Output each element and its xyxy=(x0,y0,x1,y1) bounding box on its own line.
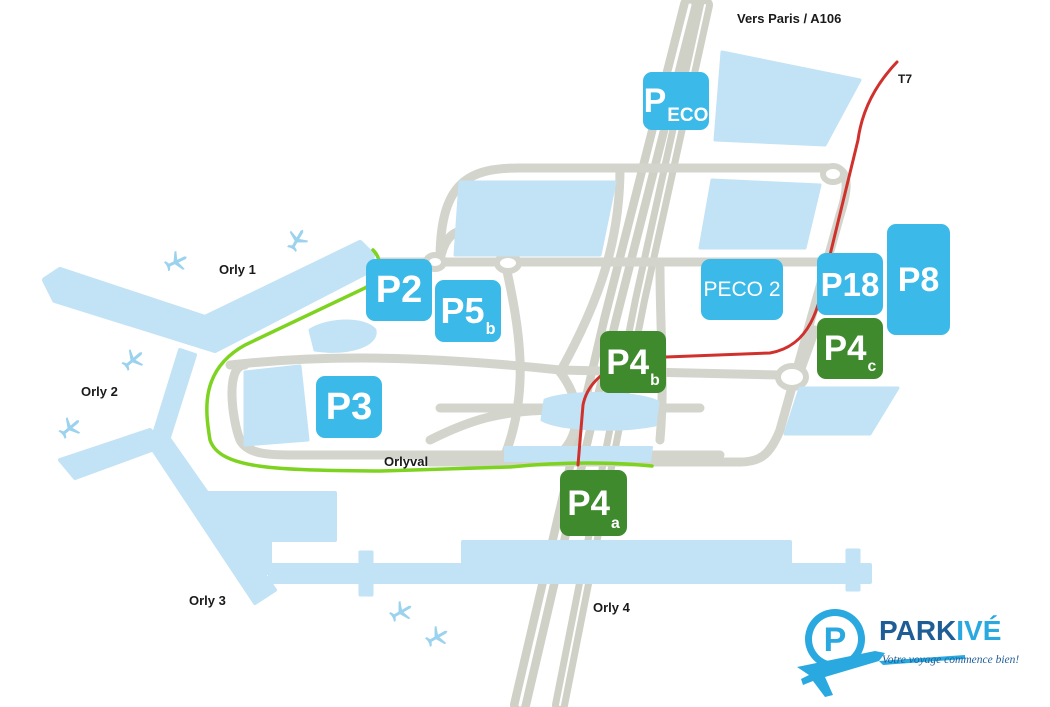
plane-icon xyxy=(58,417,81,439)
svg-text:PARKIVÉ: PARKIVÉ xyxy=(879,615,1001,646)
parking-p2-label: P2 xyxy=(375,269,423,311)
parking-p5b-sub: b xyxy=(485,320,496,339)
parking-p3[interactable]: P3 xyxy=(316,376,382,438)
parking-p3-label: P3 xyxy=(325,386,373,428)
parking-p18[interactable]: P18 xyxy=(817,253,883,315)
logo-letter: P xyxy=(824,621,847,659)
parking-plane-logo-icon: P PARKIVÉ Votre voyage commence bien! xyxy=(797,609,1019,697)
plane-icon xyxy=(388,600,412,622)
label-orly2: Orly 2 xyxy=(81,384,118,399)
parking-p4c-sub: c xyxy=(867,357,877,375)
parking-p2[interactable]: P2 xyxy=(366,259,432,321)
logo-brand-ive: IVÉ xyxy=(956,615,1001,646)
label-vers-paris: Vers Paris / A106 xyxy=(737,11,841,26)
logo-tagline: Votre voyage commence bien! xyxy=(882,654,1019,666)
logo-brand-park: PARK xyxy=(879,615,956,646)
terminal-shapes xyxy=(42,50,900,605)
parking-p5b-label: P5 xyxy=(440,290,485,331)
parking-p8-label: P8 xyxy=(897,260,940,299)
label-orly4: Orly 4 xyxy=(593,600,631,615)
plane-icon xyxy=(121,349,144,371)
parking-p4a-sub: a xyxy=(611,514,620,532)
parking-p18-label: P18 xyxy=(820,265,880,303)
label-orly3: Orly 3 xyxy=(189,593,226,608)
parking-p4b-label: P4 xyxy=(606,342,650,382)
orlyval-line xyxy=(205,248,654,473)
roundabouts xyxy=(423,163,846,391)
label-t7: T7 xyxy=(898,72,912,86)
parking-p4c-label: P4 xyxy=(823,329,867,368)
parkive-logo[interactable]: P PARKIVÉ Votre voyage commence bien! xyxy=(795,605,1045,700)
label-orly1: Orly 1 xyxy=(219,262,256,277)
parking-p4a-label: P4 xyxy=(567,483,611,523)
plane-icon xyxy=(163,250,187,272)
parking-p8[interactable]: P8 xyxy=(887,224,950,335)
parking-peco-label: P xyxy=(643,82,667,120)
plane-icon xyxy=(424,625,448,647)
plane-icons xyxy=(58,229,448,647)
plane-icon xyxy=(287,229,309,253)
label-orlyval: Orlyval xyxy=(384,454,428,469)
parking-p4b-sub: b xyxy=(650,371,660,389)
parking-peco2-label: PECO 2 xyxy=(703,278,781,301)
parking-peco2[interactable]: PECO 2 xyxy=(701,259,783,320)
parking-peco-sub: ECO xyxy=(667,105,709,126)
